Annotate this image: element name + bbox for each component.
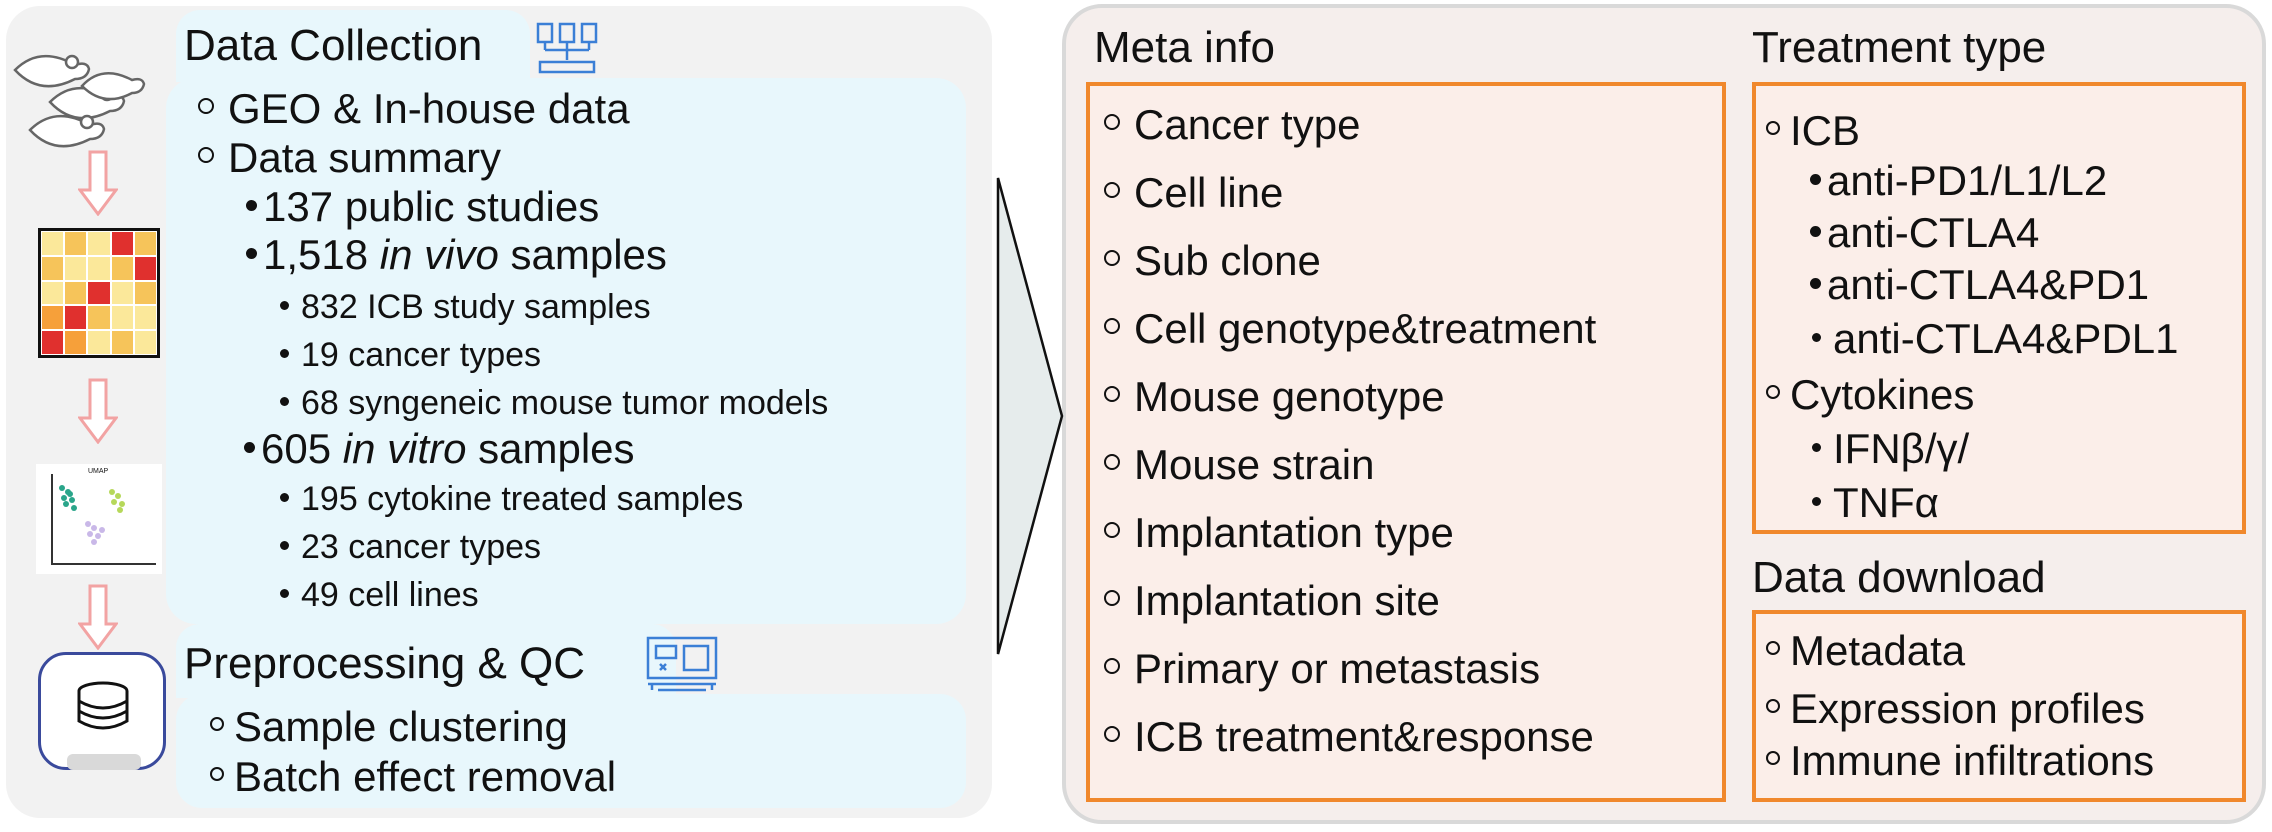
ring-bullet-icon [1766,120,1780,135]
meta-info-box [1086,82,1726,802]
ring-bullet-icon [1104,521,1120,538]
geo-inhouse-item: GEO & In-house data [198,88,630,130]
data-collection-box [166,78,966,624]
dot-bullet-icon [280,396,289,406]
ring-bullet-icon [1104,385,1120,402]
ring-bullet-icon [210,766,224,781]
data-download-title: Data download [1752,553,2046,602]
dot-bullet-icon [244,442,255,454]
machine-icon [646,636,718,692]
meta-info-item: Implantation site [1104,580,1440,622]
ring-bullet-icon [1104,249,1120,266]
cytokine-sub-item: TNFα [1812,482,1939,524]
icb-item: ICB [1766,110,1860,152]
in-vitro-sub-item: 195 cytokine treated samples [280,482,743,516]
meta-info-item: Mouse genotype [1104,376,1445,418]
meta-info-item: Mouse strain [1104,444,1374,486]
icb-sub-item: anti-CTLA4&PDL1 [1812,318,2179,360]
dot-bullet-icon [1812,333,1821,343]
mouse-icon [13,54,146,148]
meta-info-title: Meta info [1094,23,1275,72]
meta-info-item: Primary or metastasis [1104,648,1540,690]
preprocessing-title: Preprocessing & QC [184,639,586,688]
icb-sub-item: anti-PD1/L1/L2 [1810,160,2107,202]
ring-bullet-icon [1104,181,1120,198]
down-arrow-icon [78,584,118,650]
preprocessing-box [176,694,966,808]
dot-bullet-icon [280,492,289,502]
ring-bullet-icon [1104,657,1120,674]
dot-bullet-icon [280,540,289,550]
data-collection-title: Data Collection [184,21,483,70]
public-studies-item: 137 public studies [246,186,599,228]
ring-bullet-icon [210,716,224,731]
in-vivo-sub-item: 19 cancer types [280,338,541,372]
cytokines-item: Cytokines [1766,374,1974,416]
data-download-item: Metadata [1766,630,1965,672]
meta-info-item: ICB treatment&response [1104,716,1594,758]
meta-info-item: Cell genotype&treatment [1104,308,1596,350]
in-vitro-item: 605 in vitro samples [244,428,635,470]
dot-bullet-icon [1812,443,1821,453]
database-icon [38,652,166,770]
ring-bullet-icon [1104,453,1120,470]
dot-bullet-icon [280,588,289,598]
dot-bullet-icon [246,200,257,212]
flow-chevron [996,177,1064,655]
meta-info-item: Cell line [1104,172,1283,214]
data-download-item: Immune infiltrations [1766,740,2154,782]
ring-bullet-icon [198,97,214,114]
dot-bullet-icon [1810,278,1821,290]
data-download-box [1752,610,2246,802]
treatment-type-box [1752,82,2246,534]
dot-bullet-icon [1810,174,1821,186]
data-download-item: Expression profiles [1766,688,2145,730]
dot-bullet-icon [1812,497,1821,507]
preprocessing-title-tab [176,624,676,698]
dot-bullet-icon [1810,226,1821,238]
ring-bullet-icon [1104,317,1120,334]
meta-info-item: Implantation type [1104,512,1454,554]
icb-sub-item: anti-CTLA4 [1810,212,2039,254]
treatment-type-title: Treatment type [1752,23,2047,72]
ring-bullet-icon [1104,725,1120,742]
heatmap-icon [38,228,160,358]
ring-bullet-icon [1766,640,1780,655]
ring-bullet-icon [1766,750,1780,765]
data-collection-icon [536,22,598,74]
dot-bullet-icon [280,348,289,358]
in-vivo-item: 1,518 in vivo samples [246,234,667,276]
meta-info-item: Sub clone [1104,240,1321,282]
in-vitro-sub-item: 23 cancer types [280,530,541,564]
umap-plot-icon: UMAP [36,464,162,574]
meta-info-item: Cancer type [1104,104,1360,146]
ring-bullet-icon [1104,113,1120,130]
cytokine-sub-item: IFNβ/γ/ [1812,428,1969,470]
data-summary-item: Data summary [198,137,501,179]
in-vivo-sub-item: 68 syngeneic mouse tumor models [280,386,828,420]
ring-bullet-icon [1766,384,1780,399]
in-vivo-sub-item: 832 ICB study samples [280,290,651,324]
down-arrow-icon [78,378,118,444]
dot-bullet-icon [280,300,289,310]
ring-bullet-icon [198,146,214,163]
in-vitro-sub-item: 49 cell lines [280,578,479,612]
ring-bullet-icon [1104,589,1120,606]
down-arrow-icon [78,150,118,216]
icb-sub-item: anti-CTLA4&PD1 [1810,264,2149,306]
ring-bullet-icon [1766,698,1780,713]
preprocessing-item: Sample clustering [210,706,568,748]
data-collection-title-tab [176,10,530,82]
preprocessing-item: Batch effect removal [210,756,616,798]
dot-bullet-icon [246,248,257,260]
